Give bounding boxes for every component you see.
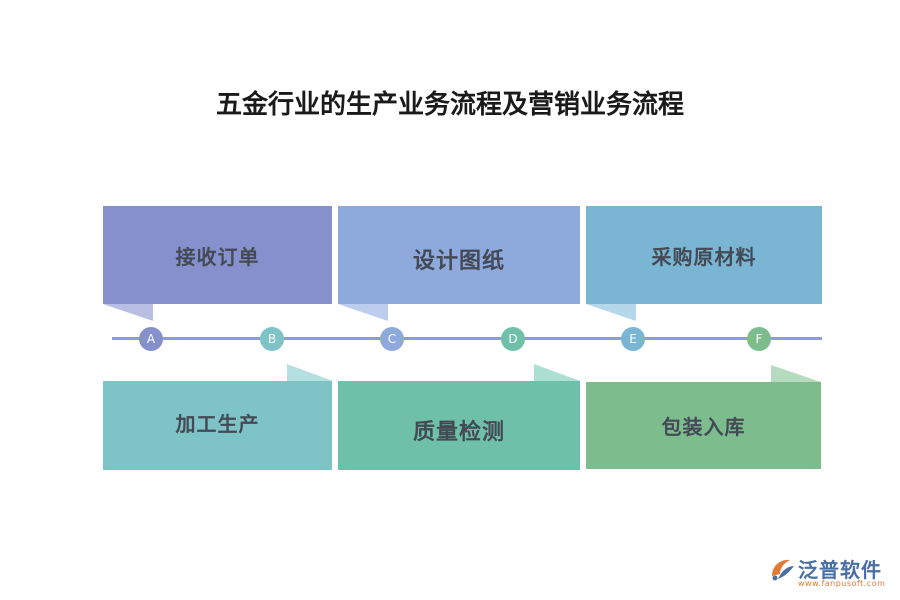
step-tail	[338, 304, 388, 321]
node-b: B	[260, 327, 284, 351]
logo-name: 泛普软件	[798, 558, 882, 582]
step-box-design-drawing: 设计图纸	[338, 206, 580, 304]
step-label: 设计图纸	[412, 248, 505, 274]
diagram-title: 五金行业的生产业务流程及营销业务流程	[215, 90, 684, 120]
step-label: 包装入库	[661, 415, 746, 439]
step-tail	[287, 364, 333, 381]
node-letter: F	[755, 332, 763, 346]
step-box-packaging-storage: 包装入库	[586, 382, 821, 469]
node-e: E	[621, 327, 645, 351]
node-f: F	[747, 327, 771, 351]
node-c: C	[380, 327, 404, 351]
node-letter: C	[387, 332, 397, 346]
step-label: 质量检测	[412, 418, 505, 445]
step-tail	[586, 304, 636, 321]
step-box-processing-production: 加工生产	[103, 381, 332, 470]
step-tail	[534, 364, 580, 381]
node-letter: D	[508, 332, 518, 346]
logo-url: www.fanpusoft.com	[798, 579, 886, 588]
node-letter: E	[629, 332, 637, 346]
step-label: 采购原材料	[651, 244, 757, 269]
timeline-line	[112, 337, 822, 340]
step-label: 加工生产	[175, 412, 260, 436]
node-d: D	[501, 327, 525, 351]
company-logo: 泛普软件 www.fanpusoft.com	[768, 554, 894, 594]
node-a: A	[139, 327, 163, 351]
step-box-receive-order: 接收订单	[103, 206, 332, 304]
step-tail	[771, 365, 821, 382]
node-letter: B	[267, 332, 277, 346]
node-letter: A	[146, 332, 156, 346]
step-label: 接收订单	[175, 244, 260, 269]
step-box-purchase-materials: 采购原材料	[586, 206, 822, 304]
step-tail	[103, 304, 153, 321]
logo-icon	[772, 559, 794, 581]
step-box-quality-inspection: 质量检测	[338, 381, 580, 470]
